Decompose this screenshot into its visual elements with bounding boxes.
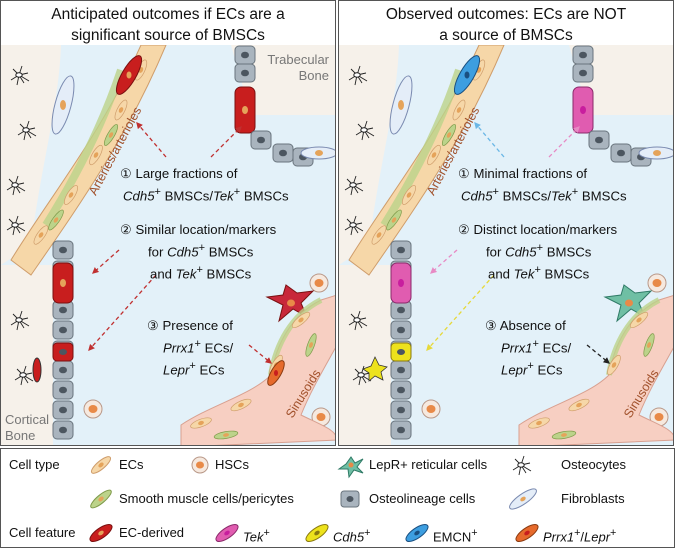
reticular-cell-icon [337, 456, 364, 479]
sinusoid [180, 295, 335, 445]
sinusoid [518, 295, 673, 445]
prrx1-lepr-icon [515, 523, 539, 543]
ec-icon [90, 456, 112, 474]
emcn-icon [405, 523, 429, 543]
panel-anticipated: Anticipated outcomes if ECs are a signif… [0, 0, 336, 446]
artery [10, 45, 167, 276]
legend-fibroblasts: Fibroblasts [561, 491, 625, 506]
point-3: ③ Presence of Prrx1+ ECs/ Lepr+ ECs [147, 318, 234, 378]
legend-emcn: EMCN+ [433, 527, 478, 545]
legend-cdh5: Cdh5+ [333, 527, 371, 545]
title-line-2: significant source of BMSCs [71, 27, 265, 44]
legend-osteocytes: Osteocytes [561, 457, 627, 472]
osteolineage-icon [340, 490, 360, 508]
artery [348, 45, 505, 276]
legend-cell-feature-heading: Cell feature [9, 525, 76, 540]
bone-marrow-scene [339, 45, 673, 445]
legend-prrx1-lepr: Prrx1+/Lepr+ [543, 527, 617, 545]
legend-ecs: ECs [119, 457, 144, 472]
legend-hscs: HSCs [215, 457, 249, 472]
fibroblast-icon [509, 488, 537, 510]
hsc-icon [191, 456, 209, 474]
legend-cell-type-heading: Cell type [9, 457, 60, 472]
point-3: ③ Absence of Prrx1+ ECs/ Lepr+ ECs [485, 318, 572, 378]
point-2: ② Distinct location/markers for Cdh5+ BM… [458, 222, 618, 282]
point-1: ① Large fractions of Cdh5+ BMSCs/Tek+ BM… [120, 166, 289, 204]
bone-marrow-scene [1, 45, 335, 445]
ec-derived-icon [89, 523, 113, 543]
legend-osteolineage: Osteolineage cells [369, 491, 476, 506]
panel-title: Anticipated outcomes if ECs are a signif… [1, 4, 335, 46]
legend-tek: Tek+ [243, 527, 270, 545]
smooth-muscle-icon [90, 489, 112, 509]
legend-ec-derived: EC-derived [119, 525, 185, 540]
legend-icons [89, 455, 539, 543]
legend-lepr-reticular: LepR+ reticular cells [369, 457, 488, 472]
point-2: ② Similar location/markers for Cdh5+ BMS… [120, 222, 277, 282]
legend-smooth-muscle: Smooth muscle cells/pericytes [119, 491, 294, 506]
legend: Cell type ECs HSCs LepR+ reticular cells… [0, 448, 675, 548]
title-line-1: Anticipated outcomes if ECs are a [51, 6, 285, 23]
osteocyte-icon [512, 455, 532, 476]
tek-icon [215, 523, 239, 543]
cdh5-icon [305, 523, 329, 543]
title-line-2: a source of BMSCs [439, 27, 573, 44]
title-line-1: Observed outcomes: ECs are NOT [385, 6, 627, 23]
panel-title: Observed outcomes: ECs are NOT a source … [339, 4, 673, 46]
panel-observed: Observed outcomes: ECs are NOT a source … [338, 0, 674, 446]
point-1: ① Minimal fractions of Cdh5+ BMSCs/Tek+ … [458, 166, 627, 204]
